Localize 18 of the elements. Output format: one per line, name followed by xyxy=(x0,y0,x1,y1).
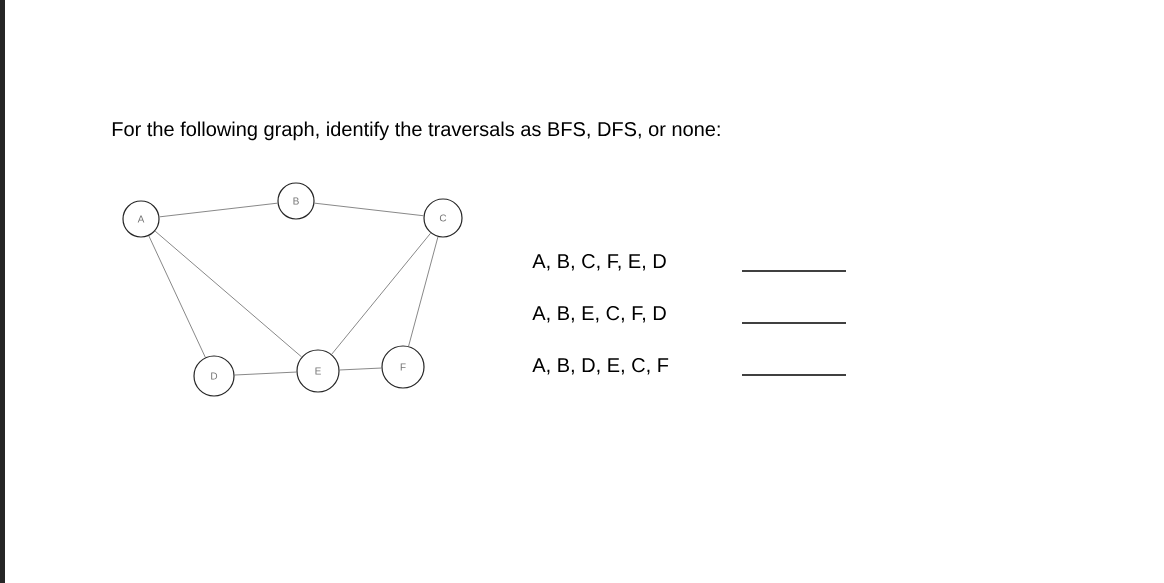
traversal-sequence: A, B, C, F, E, D xyxy=(532,254,666,271)
traversal-sequence: A, B, E, C, F, D xyxy=(532,306,666,323)
graph-node: A xyxy=(122,200,160,238)
graph-edge xyxy=(314,202,424,217)
traversal-sequence: A, B, D, E, C, F xyxy=(532,358,669,375)
graph-edge xyxy=(154,230,302,358)
heading: For the following graph, identify the traversals as BFS, DFS, or none: xyxy=(112,121,720,141)
graph-edge xyxy=(148,235,206,358)
graph-edge xyxy=(339,367,382,371)
graph-edge xyxy=(408,236,439,347)
graph-node: E xyxy=(296,349,340,393)
graph-node: D xyxy=(193,355,235,397)
graph-node: C xyxy=(423,198,463,238)
graph-edge xyxy=(159,202,278,218)
graph-node: B xyxy=(277,182,315,220)
graph-edge xyxy=(331,232,431,355)
graph-edge xyxy=(234,371,297,376)
graph-node: F xyxy=(381,345,425,389)
